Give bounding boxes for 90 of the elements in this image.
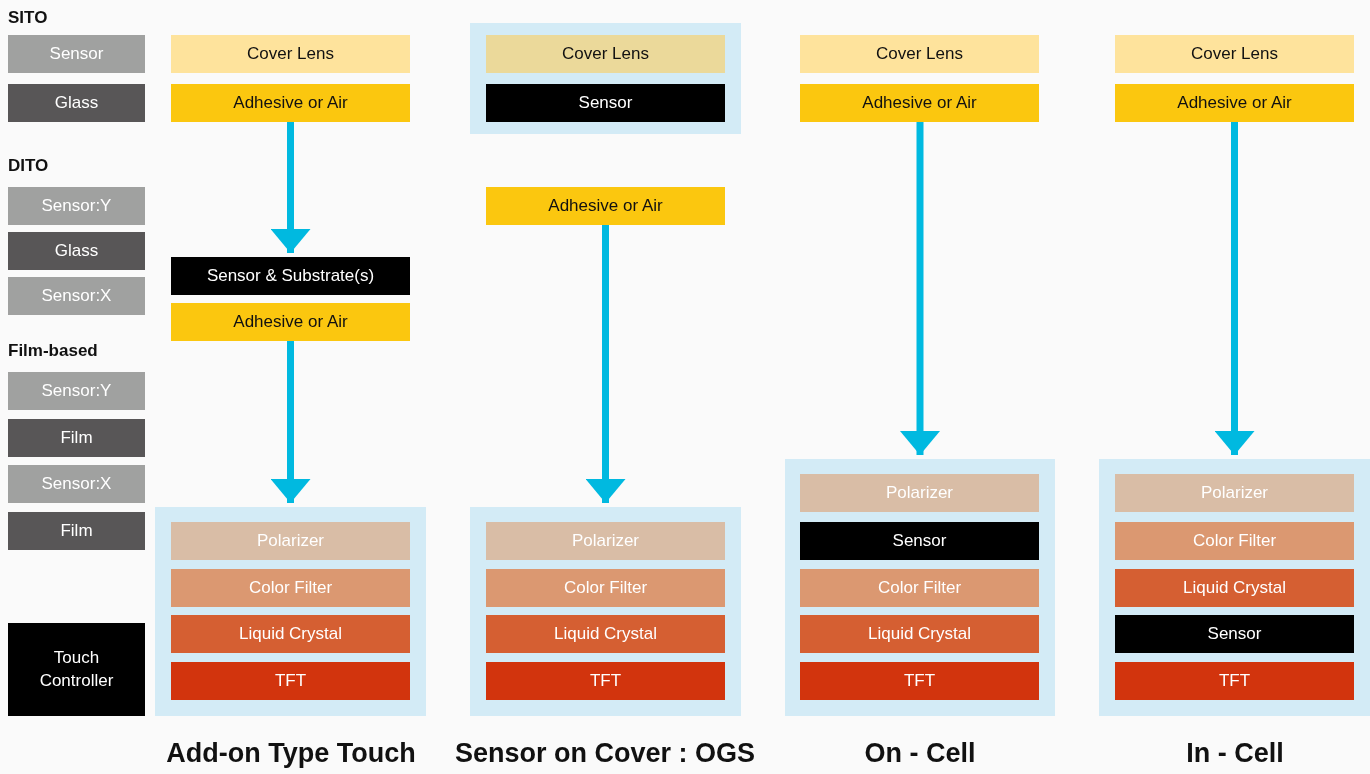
layer-bar: [171, 303, 410, 341]
layer-label: Sensor: [578, 91, 633, 114]
layer-bar: [8, 512, 145, 550]
layer-bar: [8, 35, 145, 73]
layer-bar: [8, 465, 145, 503]
group-heading: SITO: [8, 8, 48, 28]
layer-bar: [171, 662, 410, 700]
layer-bar: [1115, 522, 1354, 560]
layer-label: Cover Lens: [876, 42, 963, 65]
layer-label: Sensor: [892, 529, 947, 552]
layer-label: Adhesive or Air: [233, 310, 348, 333]
layer-bar: [8, 277, 145, 315]
layer-label: Cover Lens: [562, 42, 649, 65]
layer-label: Color Filter: [877, 576, 962, 599]
layer-label: Color Filter: [1192, 529, 1277, 552]
stack-panel: [470, 23, 741, 134]
layer-label: Liquid Crystal: [239, 622, 342, 645]
layer-bar: [800, 662, 1039, 700]
stack-panel: [785, 459, 1055, 716]
layer-bar: [486, 522, 725, 560]
layer-bar: [800, 615, 1039, 653]
layer-label: Color Filter: [248, 576, 333, 599]
layer-bar: [486, 187, 725, 225]
layer-label: Polarizer: [885, 481, 954, 504]
layer-label: Liquid Crystal: [868, 622, 971, 645]
layer-bar: [8, 84, 145, 122]
layer-label: Cover Lens: [247, 42, 334, 65]
layer-label: TFT: [589, 669, 622, 692]
layer-label: Polarizer: [571, 529, 640, 552]
layer-label: TFT: [903, 669, 936, 692]
layer-bar: [1115, 569, 1354, 607]
layer-bar: [486, 84, 725, 122]
layer-bar: [1115, 84, 1354, 122]
layer-label: Adhesive or Air: [1177, 91, 1292, 114]
layer-bar: [8, 232, 145, 270]
layer-label: Sensor:Y: [41, 194, 112, 217]
layer-bar: [171, 569, 410, 607]
layer-label: Glass: [54, 91, 99, 114]
layer-label: Adhesive or Air: [548, 194, 663, 217]
column-title: Add-on Type Touch: [166, 738, 416, 769]
layer-bar: [800, 569, 1039, 607]
stack-panel: [1099, 459, 1370, 716]
layer-bar: [171, 615, 410, 653]
layer-label: Color Filter: [563, 576, 648, 599]
column-title: In - Cell: [1186, 738, 1284, 769]
layer-bar: [8, 187, 145, 225]
layer-bar: [800, 84, 1039, 122]
layer-label: Cover Lens: [1191, 42, 1278, 65]
layer-bar: [800, 474, 1039, 512]
layer-bar: [171, 522, 410, 560]
layer-label: Polarizer: [1200, 481, 1269, 504]
layer-bar: [8, 623, 145, 716]
column-title: Sensor on Cover : OGS: [454, 738, 756, 769]
layer-label: Liquid Crystal: [554, 622, 657, 645]
layer-bar: [486, 35, 725, 73]
layer-label: Sensor: [49, 42, 104, 65]
layer-bar: [486, 662, 725, 700]
layer-bar: [800, 35, 1039, 73]
layer-bar: [1115, 35, 1354, 73]
layer-label: Sensor:X: [41, 284, 112, 307]
layer-bar: [171, 35, 410, 73]
layer-bar: [486, 569, 725, 607]
layer-label: Sensor: [1207, 622, 1262, 645]
stack-panel: [155, 507, 426, 716]
layer-bar: [486, 615, 725, 653]
layer-label: Adhesive or Air: [233, 91, 348, 114]
layer-bar: [8, 372, 145, 410]
layer-label: Touch Controller: [38, 647, 115, 692]
layer-label: TFT: [1218, 669, 1251, 692]
layer-label: Film: [60, 426, 93, 449]
stack-panel: [470, 507, 741, 716]
layer-bar: [1115, 474, 1354, 512]
layer-bar: [171, 84, 410, 122]
column-title: On - Cell: [864, 738, 976, 769]
layer-bar: [1115, 615, 1354, 653]
layer-label: Sensor:X: [41, 472, 112, 495]
layer-label: Adhesive or Air: [862, 91, 977, 114]
layer-label: TFT: [274, 669, 307, 692]
layer-label: Polarizer: [256, 529, 325, 552]
layer-label: Liquid Crystal: [1183, 576, 1286, 599]
layer-label: Sensor & Substrate(s): [206, 264, 375, 287]
group-heading: DITO: [8, 156, 49, 176]
layer-bar: [171, 257, 410, 295]
layer-label: Glass: [54, 239, 99, 262]
layer-bar: [1115, 662, 1354, 700]
layer-label: Film: [60, 519, 93, 542]
layer-bar: [8, 419, 145, 457]
layer-bar: [800, 522, 1039, 560]
group-heading: Film-based: [8, 341, 98, 361]
layer-label: Sensor:Y: [41, 379, 112, 402]
